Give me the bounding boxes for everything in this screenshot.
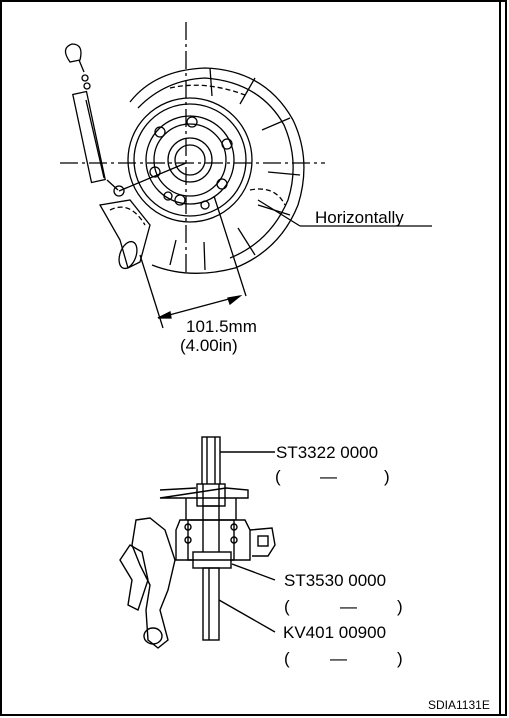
tool-1-alt-dash: — xyxy=(320,467,337,486)
tool-3-alt-close: ) xyxy=(397,649,403,668)
tool-2-alt-open: ( xyxy=(284,597,290,616)
tool-2-alt-dash: — xyxy=(340,597,357,616)
tool-2-part-number: ST3530 0000 xyxy=(284,571,386,590)
tool-1-alt-open: ( xyxy=(275,467,281,486)
tool-3-alt-dash: — xyxy=(330,649,347,668)
figure-code: SDIA1131E xyxy=(428,698,490,712)
tool-1-part-number: ST3322 0000 xyxy=(276,443,378,462)
tool-3-alt-open: ( xyxy=(284,649,290,668)
dimension-mm-label: 101.5mm xyxy=(186,317,257,336)
press-tool-drawing xyxy=(119,436,276,649)
tool-2-alt-close: ) xyxy=(397,597,403,616)
horizontally-callout: Horizontally xyxy=(315,208,404,227)
hub-assembly-drawing xyxy=(60,22,432,329)
dimension-in-label: (4.00in) xyxy=(180,336,238,355)
tool-1-alt-close: ) xyxy=(384,467,390,486)
tool-3-part-number: KV401 00900 xyxy=(283,623,386,642)
